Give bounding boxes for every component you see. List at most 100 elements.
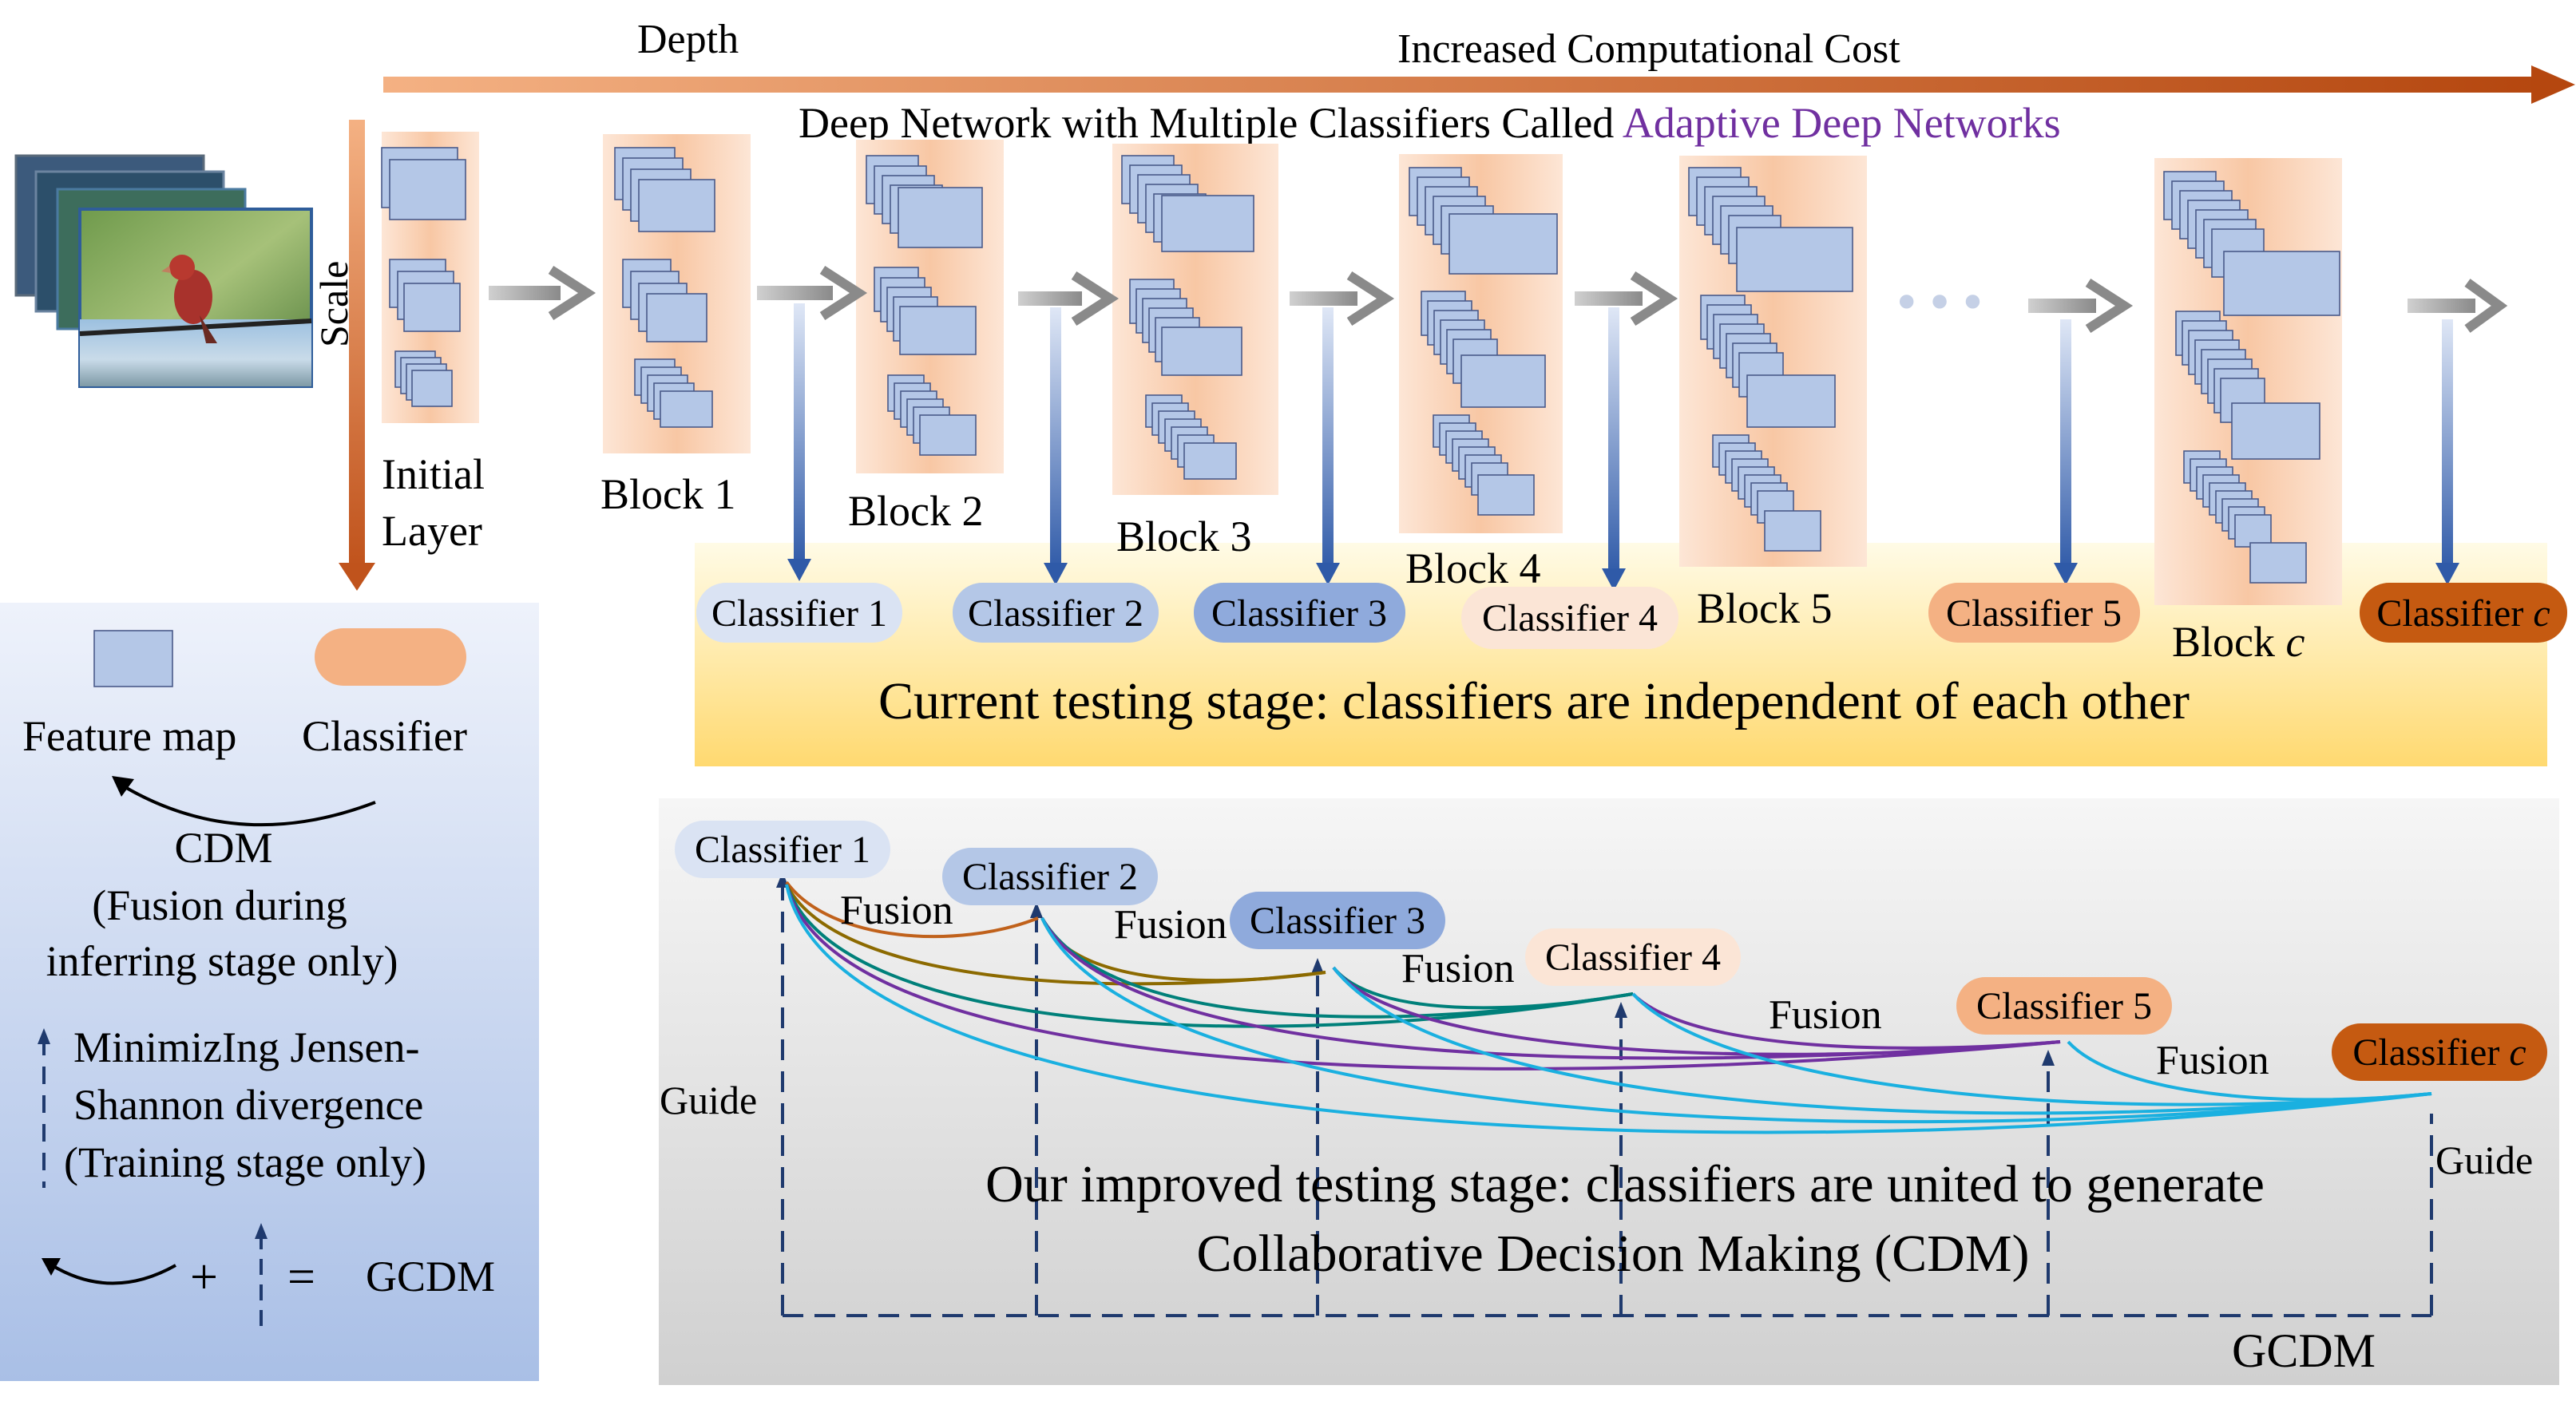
scale-arrow <box>339 120 375 591</box>
flow-arrow-6 <box>2028 278 2134 334</box>
fusion-curve-4-2 <box>1040 916 1634 1019</box>
bottom-classifier-5: Classifier 5 <box>1956 977 2172 1035</box>
bottom-classifier-5-label: Classifier 5 <box>1976 985 2152 1027</box>
block-c <box>2154 158 2342 605</box>
block-3 <box>1112 144 1278 495</box>
block-label-2: Block 2 <box>848 487 984 535</box>
bottom-classifier-c-label: Classifier c <box>2352 1031 2526 1074</box>
legend-js-desc-1: MinimizIng Jensen- <box>73 1023 419 1071</box>
block-label-3: Block 3 <box>1116 513 1252 560</box>
improved-stage-panel <box>659 798 2559 1385</box>
fusion-curve-c-2 <box>1040 917 2432 1124</box>
flow-arrow-2 <box>757 265 868 321</box>
cost-label: Increased Computational Cost <box>1397 26 1900 72</box>
fusion-label-5: Fusion <box>2156 1038 2269 1083</box>
block-1 <box>603 134 751 453</box>
fusion-curve-c-1 <box>785 884 2432 1134</box>
fusion-curve-5-3 <box>1332 966 2061 1056</box>
legend-gcdm-label: GCDM <box>366 1253 495 1300</box>
top-classifier-1-label: Classifier 1 <box>711 592 887 635</box>
fusion-label-2: Fusion <box>1114 902 1227 948</box>
legend-gcdm-cdm-icon <box>42 1258 176 1285</box>
network-title-highlight: Adaptive Deep Networks <box>1623 99 2061 147</box>
fusion-curve-5-1 <box>785 884 2061 1071</box>
top-classifier-4-label: Classifier 4 <box>1482 597 1658 639</box>
legend-equals: = <box>287 1250 315 1304</box>
fusion-curve-2-1 <box>785 881 1039 939</box>
block-5 <box>1679 156 1867 567</box>
block-label-5: Block 5 <box>1697 584 1833 632</box>
bottom-classifier-3-label: Classifier 3 <box>1250 900 1425 942</box>
bottom-classifier-3: Classifier 3 <box>1230 892 1445 949</box>
bottom-classifier-1-label: Classifier 1 <box>695 829 870 871</box>
legend-cdm-desc-2: inferring stage only) <box>46 937 398 985</box>
guide-label-right: Guide <box>2435 1138 2533 1182</box>
input-images <box>14 154 313 388</box>
fusion-label-1: Fusion <box>840 888 953 933</box>
block-label-4: Block 4 <box>1405 544 1541 592</box>
network-title: Deep Network with Multiple Classifiers C… <box>799 99 2061 147</box>
top-classifier-3: Classifier 3 <box>1194 583 1405 643</box>
legend-plus: + <box>190 1250 218 1304</box>
block-label-c: Block c <box>2172 618 2305 666</box>
block-label-1: Block 1 <box>600 470 736 518</box>
scale-label: Scale <box>311 261 356 347</box>
flow-arrow-7 <box>2408 279 2508 333</box>
fusion-curve-c-5 <box>2067 1040 2432 1102</box>
legend-cdm-desc-1: (Fusion during <box>92 881 347 929</box>
block-label-initial-1: Initial <box>382 450 485 498</box>
down-arrow-4 <box>1602 307 1626 591</box>
flow-arrow-5 <box>1575 271 1678 327</box>
down-arrow-1 <box>787 303 811 581</box>
bird-image-icon <box>174 270 212 324</box>
depth-cost-arrow <box>383 65 2575 104</box>
fusion-curve-4-1 <box>785 884 1634 1028</box>
down-arrow-2 <box>1044 307 1068 585</box>
legend-gcdm-guide-icon <box>255 1223 268 1333</box>
legend-classifier-swatch <box>315 628 466 686</box>
block-label-c-italic: c <box>2286 618 2305 666</box>
fusion-label-3: Fusion <box>1401 946 1515 991</box>
bottom-classifier-2: Classifier 2 <box>942 848 1158 905</box>
flow-arrow-1 <box>489 265 596 321</box>
block-initial <box>381 132 479 423</box>
block-label-initial-2: Layer <box>382 507 482 555</box>
network-title-main: Deep Network with Multiple Classifiers C… <box>799 99 1623 147</box>
legend-panel <box>0 603 539 1381</box>
top-classifier-2: Classifier 2 <box>953 583 1159 643</box>
legend-cdm-curve-icon <box>112 776 376 827</box>
top-classifier-c-text: Classifier <box>2376 592 2533 635</box>
legend-js-desc-2: Shannon divergence <box>73 1081 423 1129</box>
top-classifier-c-italic: c <box>2533 592 2550 635</box>
bottom-classifier-1: Classifier 1 <box>675 821 890 878</box>
flow-arrow-4 <box>1290 271 1395 327</box>
bottom-classifier-2-label: Classifier 2 <box>962 856 1138 898</box>
fusion-curves <box>785 881 2432 1134</box>
bottom-classifier-c: Classifier c <box>2332 1023 2547 1081</box>
guide-label-left: Guide <box>660 1078 757 1122</box>
ellipsis-dots: ••• <box>1892 275 1991 331</box>
legend-feature-map-label: Feature map <box>22 712 236 760</box>
top-classifier-1: Classifier 1 <box>696 583 902 643</box>
top-classifier-5-label: Classifier 5 <box>1946 592 2122 635</box>
current-stage-text: Current testing stage: classifiers are i… <box>878 672 2190 730</box>
block-2 <box>856 140 1004 473</box>
top-classifier-5: Classifier 5 <box>1928 583 2140 643</box>
gcdm-guide-frame <box>781 882 2433 1317</box>
top-classifier-4: Classifier 4 <box>1461 587 1678 649</box>
block-4 <box>1399 154 1563 533</box>
down-arrow-5 <box>2054 319 2078 585</box>
legend-cdm-label: CDM <box>174 824 272 872</box>
bottom-classifier-c-italic: c <box>2509 1031 2526 1074</box>
top-classifier-c-label: Classifier c <box>2376 592 2550 635</box>
legend-js-desc-3: (Training stage only) <box>64 1138 426 1186</box>
flow-arrow-3 <box>1018 271 1120 327</box>
bottom-classifier-4: Classifier 4 <box>1525 928 1741 986</box>
legend-classifier-label: Classifier <box>302 712 467 760</box>
top-classifier-3-label: Classifier 3 <box>1211 592 1387 635</box>
legend-guide-dash-icon <box>38 1028 50 1188</box>
top-classifier-2-label: Classifier 2 <box>968 592 1143 635</box>
down-arrow-3 <box>1316 307 1340 585</box>
